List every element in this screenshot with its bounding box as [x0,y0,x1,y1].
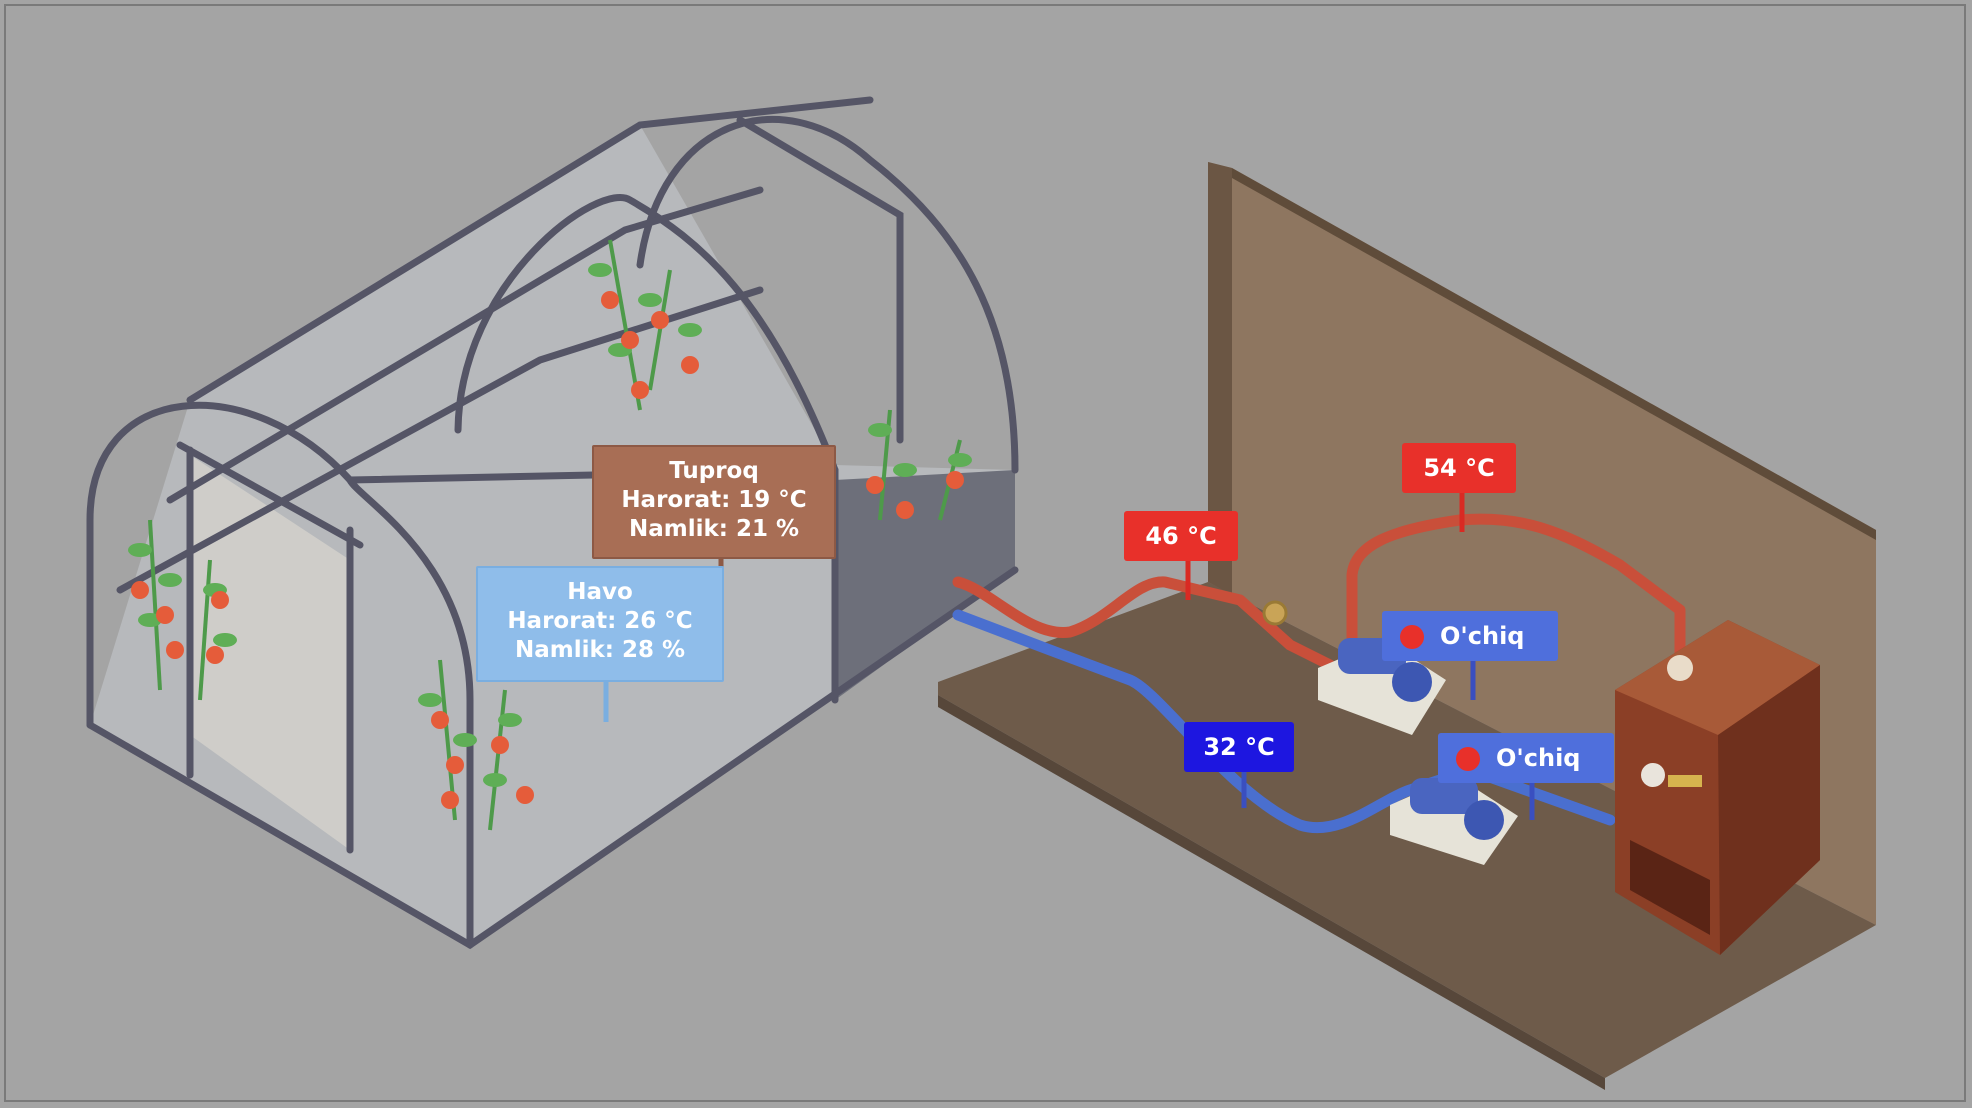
boiler [1615,620,1820,955]
air-title: Havo [567,579,633,605]
pump-1-status-label: O'chiq [1440,622,1525,650]
soil-title: Tuproq [669,458,759,484]
soil-temperature: Harorat: 19 °C [621,486,807,513]
valve-icon [1262,600,1288,626]
greenhouse [86,96,1019,950]
cold-pipe [952,609,1616,834]
hot-pipe-return [1346,513,1686,661]
pump-1-status-badge[interactable]: O'chiq [1382,611,1558,661]
status-dot-icon [1400,625,1424,649]
pump-2-status-badge[interactable]: O'chiq [1438,733,1614,783]
soil-sensor-card: Tuproq Harorat: 19 °C Namlik: 21 % [592,445,836,559]
pipe-temp-32: 32 °C [1184,722,1294,772]
greenhouse-end-wall [835,470,1015,700]
hot-pipe-supply [952,576,1336,671]
pipe-temp-46: 46 °C [1124,511,1238,561]
pump-2 [1390,776,1518,865]
pipe-temp-54: 54 °C [1402,443,1516,493]
soil-humidity: Namlik: 21 % [628,515,800,542]
air-humidity: Namlik: 28 % [514,636,686,663]
air-sensor-card: Havo Harorat: 26 °C Namlik: 28 % [476,566,724,682]
air-temperature: Harorat: 26 °C [507,607,693,634]
tomato-plants [128,239,972,831]
pump-2-status-label: O'chiq [1496,744,1581,772]
status-dot-icon [1456,747,1480,771]
